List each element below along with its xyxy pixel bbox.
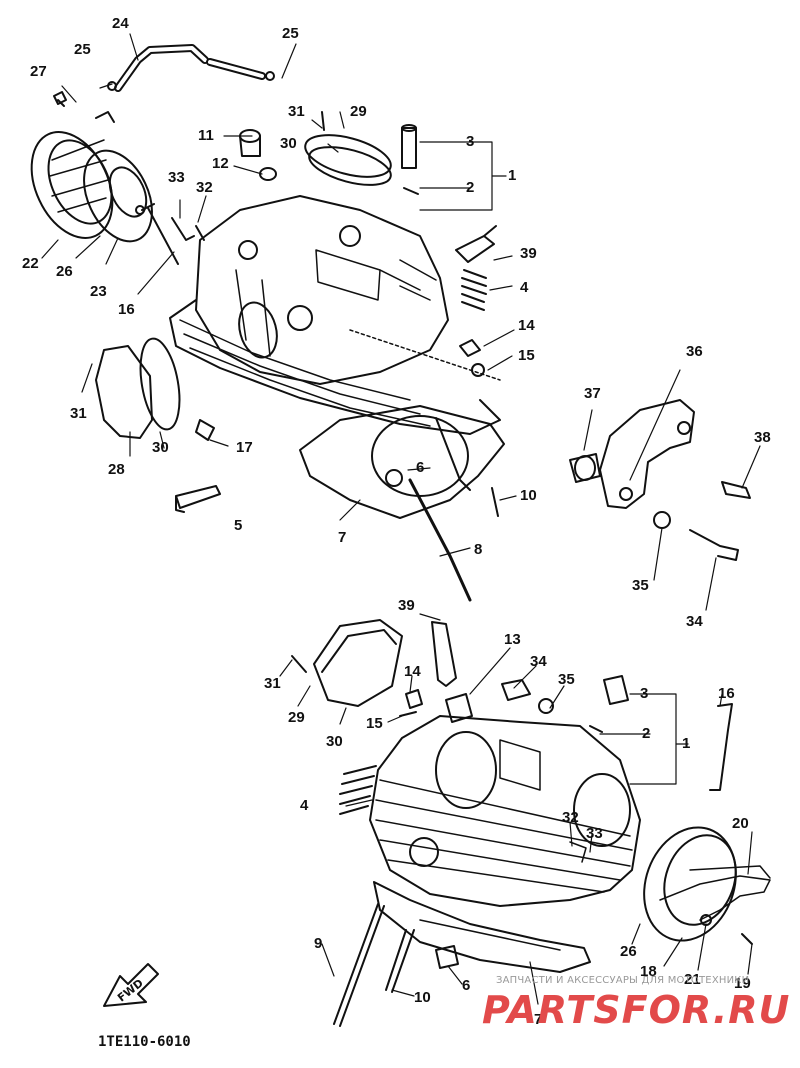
cylinder-head-top	[169, 195, 501, 435]
head-gasket-bottom	[373, 881, 591, 973]
plug-13	[445, 693, 473, 723]
spark-plug-39b	[431, 621, 457, 687]
dowel-6b	[435, 945, 459, 969]
callout-15: 15	[518, 347, 535, 364]
watermark-caption: ЗАПЧАСТИ И АКСЕССУАРЫ ДЛЯ МОТОТЕХНИКИ	[496, 975, 750, 986]
callout-10: 10	[520, 487, 537, 504]
spark-plug-39a	[455, 225, 497, 263]
callout-39: 39	[398, 597, 415, 614]
callout-13: 13	[504, 631, 521, 648]
callout-4: 4	[300, 797, 309, 814]
callout-29: 29	[288, 709, 305, 726]
callout-25: 25	[282, 25, 299, 42]
callout-16: 16	[718, 685, 735, 702]
callout-26: 26	[56, 263, 73, 280]
callout-17: 17	[236, 439, 253, 456]
callout-30: 30	[152, 439, 169, 456]
callout-16: 16	[118, 301, 135, 318]
callout-32: 32	[196, 179, 213, 196]
callout-9: 9	[314, 935, 323, 952]
gasket-26	[83, 149, 153, 243]
stud-10b	[385, 929, 415, 993]
bolt-27	[53, 91, 67, 107]
cylinder-head-bottom	[369, 715, 641, 907]
catalog-code: 1TE110-6010	[98, 1034, 191, 1050]
callout-1: 1	[508, 167, 517, 184]
dowel-17	[195, 419, 215, 441]
front-direction-arrow	[103, 963, 159, 1007]
callout-27: 27	[30, 63, 47, 80]
callout-23: 23	[90, 283, 107, 300]
callout-26: 26	[620, 943, 637, 960]
callout-31: 31	[70, 405, 87, 422]
callout-35: 35	[632, 577, 649, 594]
side-cover-right	[643, 826, 771, 945]
callout-37: 37	[584, 385, 601, 402]
callout-20: 20	[732, 815, 749, 832]
stud-9	[333, 903, 385, 1027]
spring-4b	[339, 765, 377, 815]
callout-19: 19	[734, 975, 751, 992]
callout-2: 2	[466, 179, 475, 196]
callout-11: 11	[198, 127, 214, 144]
nut-14-15b	[399, 689, 423, 717]
callout-34: 34	[686, 613, 703, 630]
callout-7: 7	[534, 1011, 543, 1028]
valve-cover-29	[304, 111, 392, 186]
callout-6: 6	[462, 977, 471, 994]
callout-34: 34	[530, 653, 547, 670]
spring-4a	[461, 269, 487, 311]
callout-3: 3	[466, 133, 475, 150]
callout-18: 18	[640, 963, 657, 980]
callout-31: 31	[264, 675, 281, 692]
valve-guide-3b	[589, 675, 629, 733]
callout-7: 7	[338, 529, 347, 546]
bolt-16a	[141, 203, 179, 265]
callout-24: 24	[112, 15, 129, 32]
pipe-5	[175, 485, 221, 513]
breather-hose	[107, 44, 275, 92]
callout-2: 2	[642, 725, 651, 742]
bolt-16b	[709, 703, 733, 791]
fitting-34-35b	[501, 679, 554, 714]
callout-12: 12	[212, 155, 229, 172]
side-cover-left	[30, 111, 115, 239]
callout-33: 33	[586, 825, 603, 842]
callout-10: 10	[414, 989, 431, 1006]
valve-guide-3a	[401, 124, 419, 195]
callout-30: 30	[280, 135, 297, 152]
callout-8: 8	[474, 541, 483, 558]
callout-28: 28	[108, 461, 125, 478]
callout-6: 6	[416, 459, 425, 476]
clip-32-33	[171, 217, 205, 241]
callout-36: 36	[686, 343, 703, 360]
tappet-cover-28	[95, 337, 181, 439]
callout-5: 5	[234, 517, 243, 534]
head-gasket-top	[299, 405, 505, 602]
callout-25: 25	[74, 41, 91, 58]
callout-14: 14	[518, 317, 535, 334]
callout-38: 38	[754, 429, 771, 446]
callout-39: 39	[520, 245, 537, 262]
callout-15: 15	[366, 715, 383, 732]
callout-22: 22	[22, 255, 39, 272]
nut-14-15a	[459, 339, 485, 377]
callout-4: 4	[520, 279, 529, 296]
callout-29: 29	[350, 103, 367, 120]
callout-31: 31	[288, 103, 305, 120]
valve-cover-29b	[291, 619, 403, 707]
callout-30: 30	[326, 733, 343, 750]
rocker-bracket-36	[569, 399, 751, 561]
callout-1: 1	[682, 735, 691, 752]
callout-33: 33	[168, 169, 185, 186]
leader-lines	[41, 33, 761, 1005]
callout-3: 3	[640, 685, 649, 702]
watermark-logo: PARTSFOR.RU	[482, 988, 791, 1032]
callout-21: 21	[684, 971, 701, 988]
callout-35: 35	[558, 671, 575, 688]
callout-32: 32	[562, 809, 579, 826]
callout-14: 14	[404, 663, 421, 680]
